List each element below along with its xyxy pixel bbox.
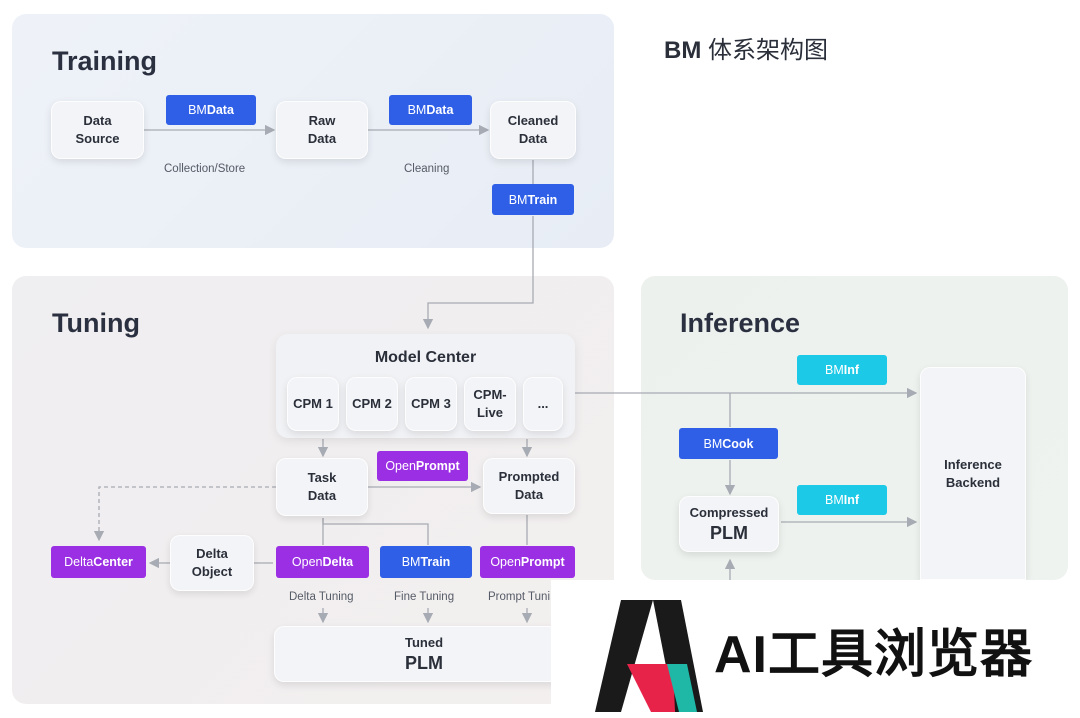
compressed-plm-line2: PLM xyxy=(710,523,748,543)
cpm-live-node: CPM- Live xyxy=(464,377,516,431)
watermark-overlay xyxy=(551,580,1080,718)
raw-data-node: Raw Data xyxy=(276,101,368,159)
inference-title: Inference xyxy=(680,308,801,338)
inference-backend-node: Inference Backend xyxy=(920,367,1026,580)
prompt-tuning-label: Prompt Tuni xyxy=(488,591,550,603)
tuned-plm-line1: Tuned xyxy=(404,635,444,650)
tuned-plm-node: Tuned PLM xyxy=(274,626,574,682)
cpm1-node: CPM 1 xyxy=(287,377,339,431)
more-models-node: ... xyxy=(523,377,563,431)
diagram-title: BM 体系架构图 xyxy=(664,37,828,64)
delta-tuning-label: Delta Tuning xyxy=(289,591,354,603)
delta-object-node: Delta Object xyxy=(170,535,254,591)
compressed-plm-line1: Compressed xyxy=(689,505,769,520)
task-data-node: Task Data xyxy=(276,458,368,516)
training-title: Training xyxy=(52,46,158,76)
data-source-node: Data Source xyxy=(51,101,144,159)
cleaning-label: Cleaning xyxy=(404,163,450,175)
watermark-text: AI工具浏览器 xyxy=(714,626,1034,684)
cpm2-node: CPM 2 xyxy=(346,377,398,431)
compressed-plm-node: Compressed PLM xyxy=(679,496,779,552)
collection-store-label: Collection/Store xyxy=(164,163,246,175)
tuned-plm-line2: PLM xyxy=(405,653,443,673)
cleaned-data-node: Cleaned Data xyxy=(490,101,576,159)
watermark-logo-icon xyxy=(595,600,703,712)
cpm3-node: CPM 3 xyxy=(405,377,457,431)
fine-tuning-label: Fine Tuning xyxy=(394,591,455,603)
tuning-title: Tuning xyxy=(52,308,140,338)
model-center-title: Model Center xyxy=(374,349,477,366)
prompted-data-node: Prompted Data xyxy=(483,458,575,514)
